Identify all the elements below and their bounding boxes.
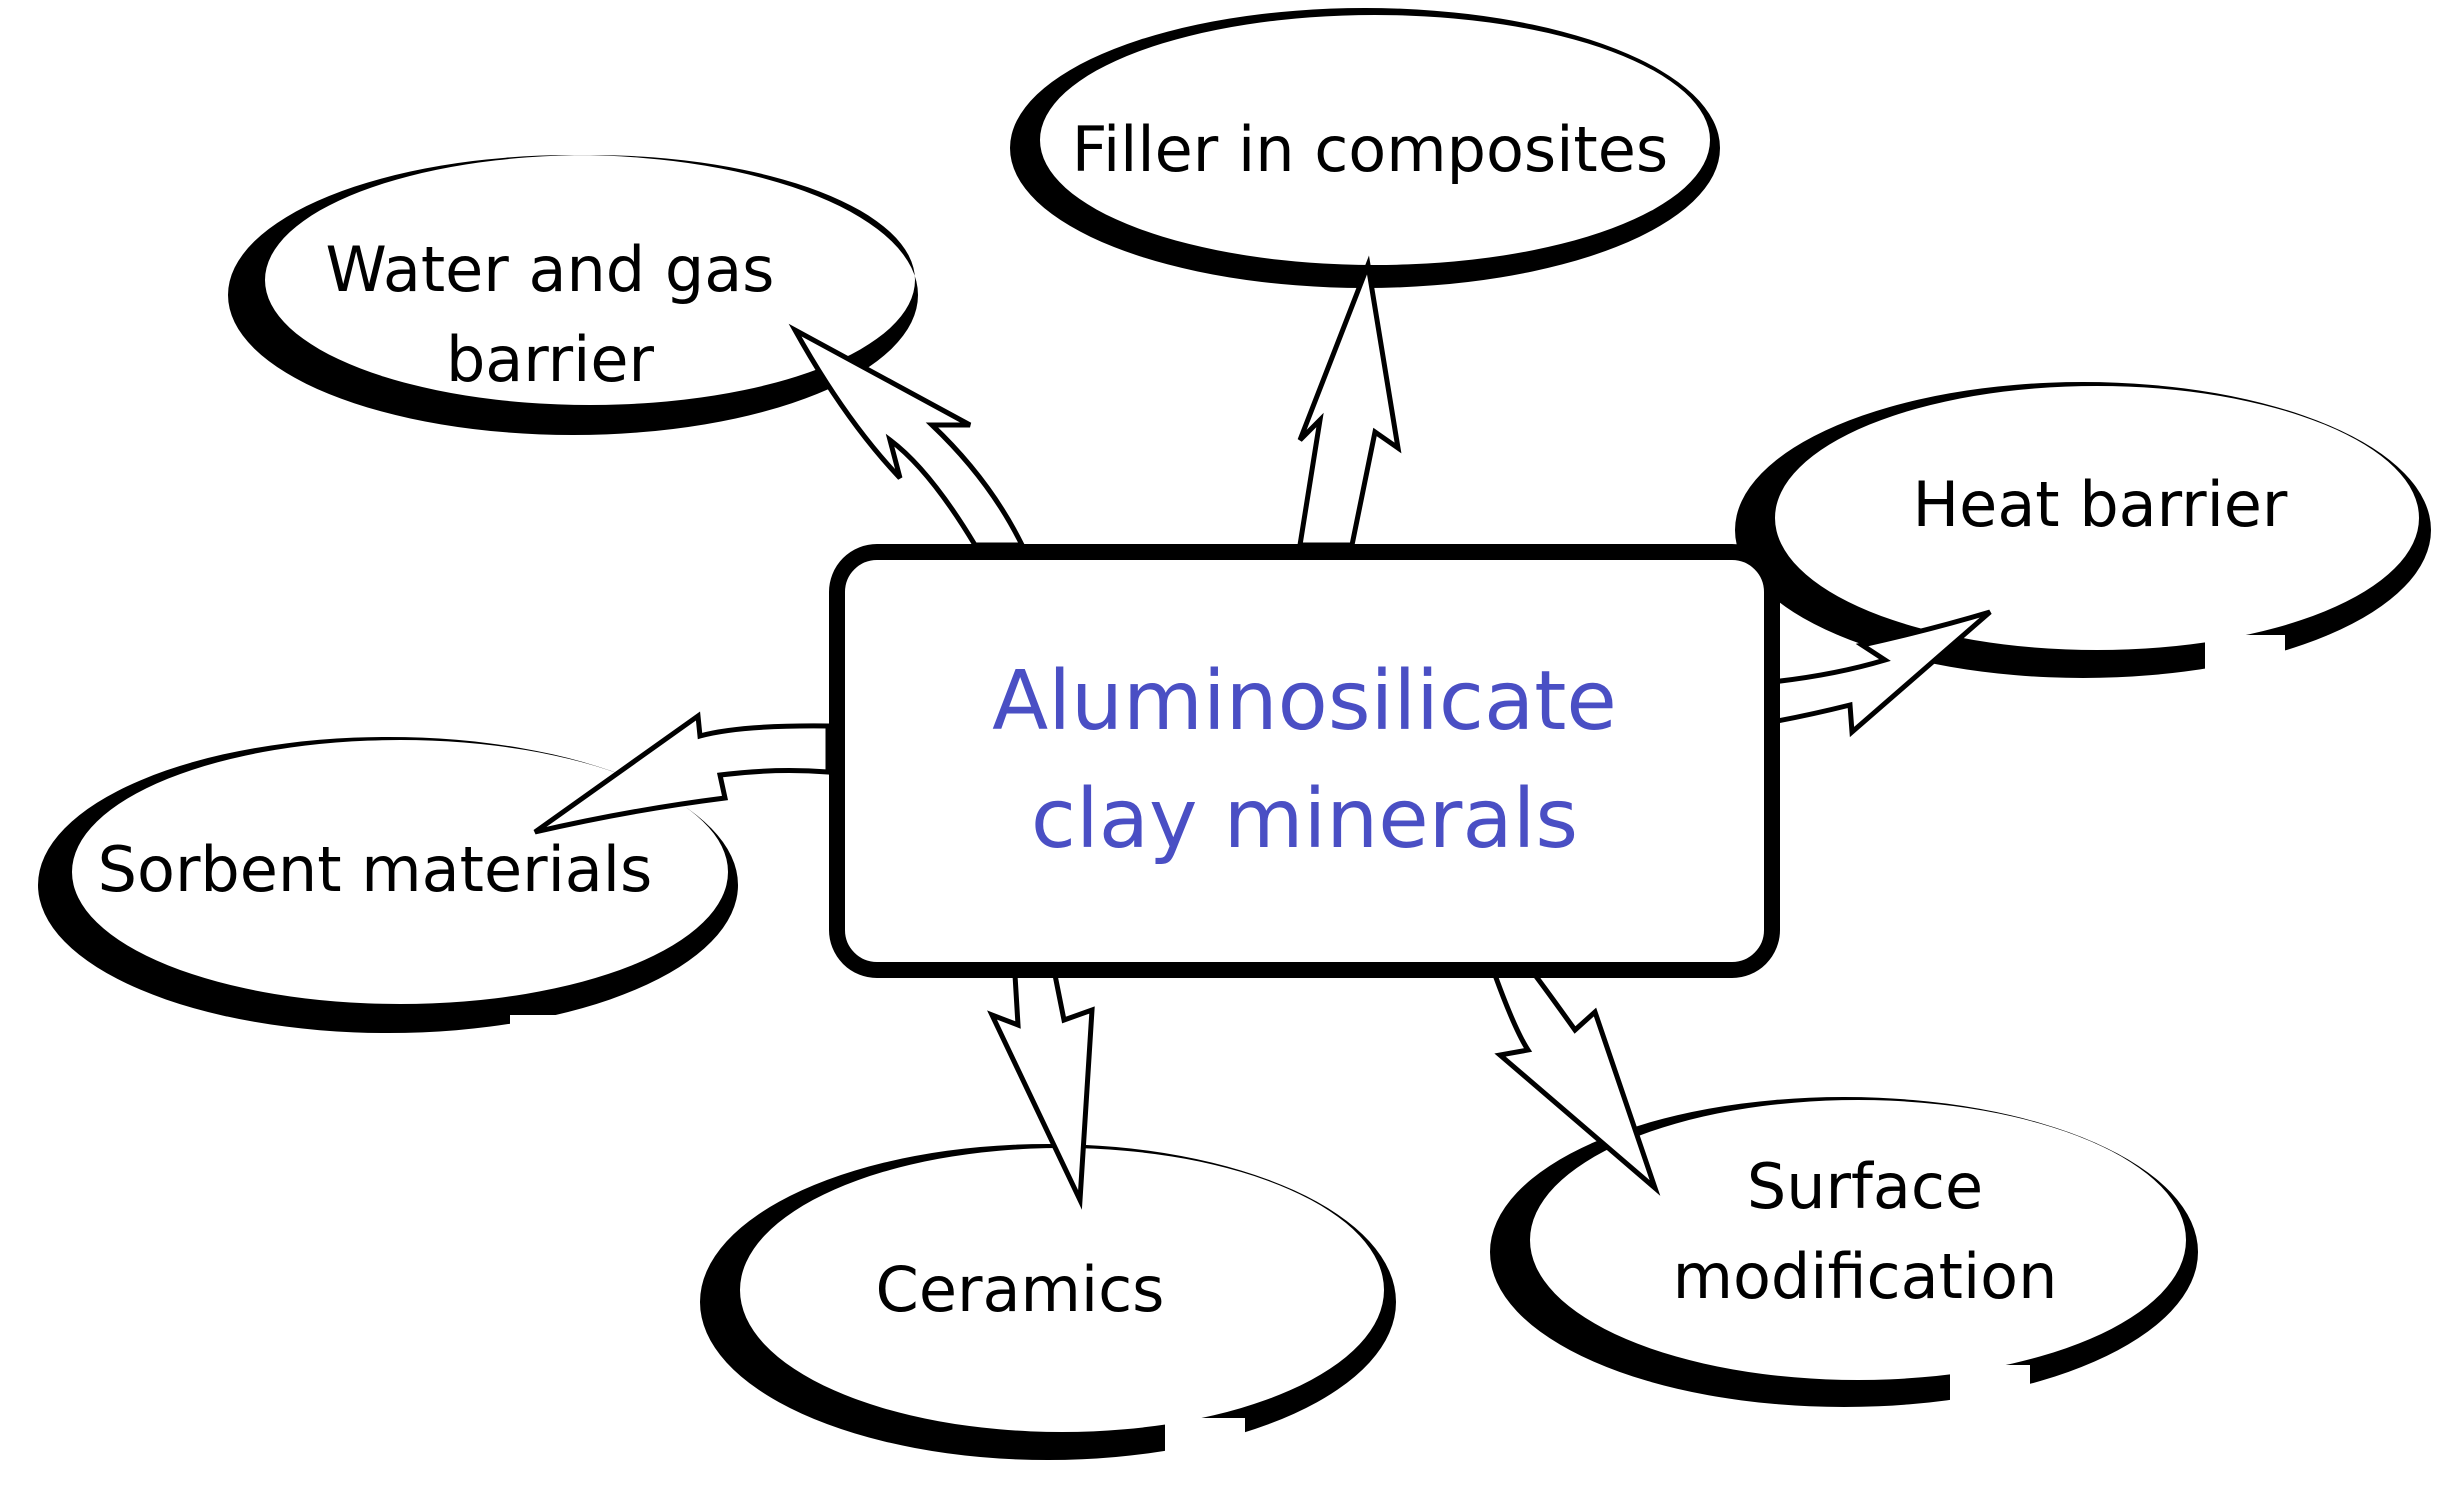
label-heat: Heat barrier (1790, 460, 2410, 550)
arrow-to-filler (1297, 255, 1402, 548)
label-filler-line1: Filler in composites (1071, 113, 1669, 186)
ellipse-sorbent (37, 736, 739, 1075)
label-water-gas: Water and gas barrier (260, 225, 840, 405)
label-surface-line2: modification (1672, 1240, 2058, 1313)
label-filler: Filler in composites (1035, 105, 1705, 195)
label-surface: Surface modification (1540, 1142, 2190, 1322)
ellipse-heat (1735, 382, 2431, 695)
arrow-to-sorbent (533, 711, 831, 835)
ellipse-filler (1010, 8, 1720, 345)
central-label-line2: clay minerals (1030, 772, 1579, 867)
arrow-to-surface (1491, 972, 1661, 1196)
label-ceramics-line1: Ceramics (875, 1253, 1165, 1326)
label-water-gas-line2: barrier (445, 323, 655, 396)
ellipse-water-gas (228, 155, 918, 490)
label-ceramics: Ceramics (720, 1245, 1320, 1335)
label-sorbent-line1: Sorbent materials (97, 833, 653, 906)
label-heat-line1: Heat barrier (1912, 468, 2288, 541)
arrow-to-ceramics (987, 972, 1095, 1210)
label-sorbent: Sorbent materials (60, 825, 690, 915)
label-water-gas-line1: Water and gas (325, 233, 775, 306)
ellipse-surface (1490, 1097, 2198, 1425)
central-label: Aluminosilicate clay minerals (837, 643, 1772, 879)
ellipse-ceramics (700, 1144, 1396, 1478)
central-label-line1: Aluminosilicate (992, 654, 1617, 749)
arrow-to-heat (1769, 609, 1992, 738)
label-surface-line1: Surface (1746, 1150, 1984, 1223)
central-box (829, 544, 1780, 978)
arrow-to-water-gas (788, 323, 1027, 548)
